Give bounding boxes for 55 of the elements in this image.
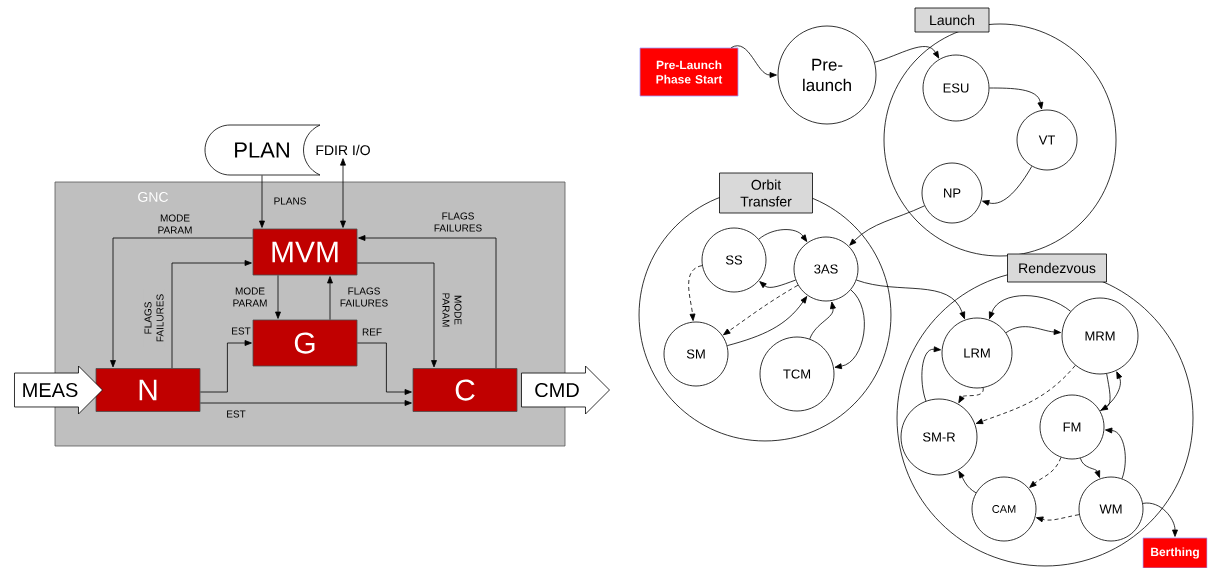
arrow — [958, 387, 984, 404]
arrow — [1100, 373, 1111, 411]
node-label: Launch — [930, 14, 975, 26]
arrow — [358, 235, 497, 369]
end-box: Berthing — [1142, 537, 1208, 568]
arrow — [340, 158, 346, 228]
arrow — [275, 275, 281, 319]
start-box: Pre-Launch Phase Start — [639, 47, 739, 97]
arrow — [1005, 326, 1061, 335]
arrow — [1080, 457, 1101, 478]
arrow — [1099, 371, 1123, 412]
edge-label: REF — [361, 327, 383, 337]
arrow — [1036, 514, 1080, 523]
process-box: C — [412, 368, 518, 412]
edge-label: MODE PARAM — [226, 286, 274, 308]
edge-label: FLAGS FAILURES — [335, 286, 393, 308]
process-box: N — [95, 368, 201, 412]
process-box: MVM — [252, 228, 358, 276]
arrow — [357, 342, 412, 395]
edge-label: MODE PARAM — [441, 286, 463, 334]
arrow — [988, 295, 1071, 320]
edge-label: FLAGS FAILURES — [429, 211, 487, 233]
arrow — [849, 205, 925, 246]
arrow — [723, 284, 799, 336]
arrow — [856, 279, 966, 320]
arrow — [759, 279, 796, 289]
edge-label: EST — [230, 326, 252, 336]
arrow — [171, 260, 252, 369]
arrow — [921, 346, 941, 402]
node-label: Orbit — [751, 179, 782, 190]
arrow — [200, 340, 252, 393]
edge-label: FLAGS FAILURES — [143, 289, 165, 347]
arrow — [259, 175, 265, 228]
arrow — [1105, 427, 1126, 479]
process-box: G — [252, 319, 358, 367]
arrow — [730, 45, 777, 78]
arrow — [1142, 502, 1178, 537]
arrow — [958, 470, 977, 494]
arrow — [982, 165, 1033, 206]
arrow — [758, 229, 808, 242]
arrow — [688, 265, 703, 321]
edge-label: EST — [225, 409, 247, 419]
arrow — [357, 262, 437, 368]
arrow — [200, 400, 412, 406]
arrow — [989, 87, 1044, 110]
arrow — [110, 237, 253, 368]
arrow — [834, 289, 865, 370]
arrow — [874, 46, 940, 63]
arrow — [809, 301, 836, 340]
edge-label: MODE PARAM — [151, 213, 199, 235]
arrow — [327, 276, 333, 320]
arrow — [1029, 457, 1062, 488]
arrow — [726, 296, 808, 346]
edge-label: PLANS — [272, 196, 308, 206]
arrow — [975, 365, 1076, 425]
